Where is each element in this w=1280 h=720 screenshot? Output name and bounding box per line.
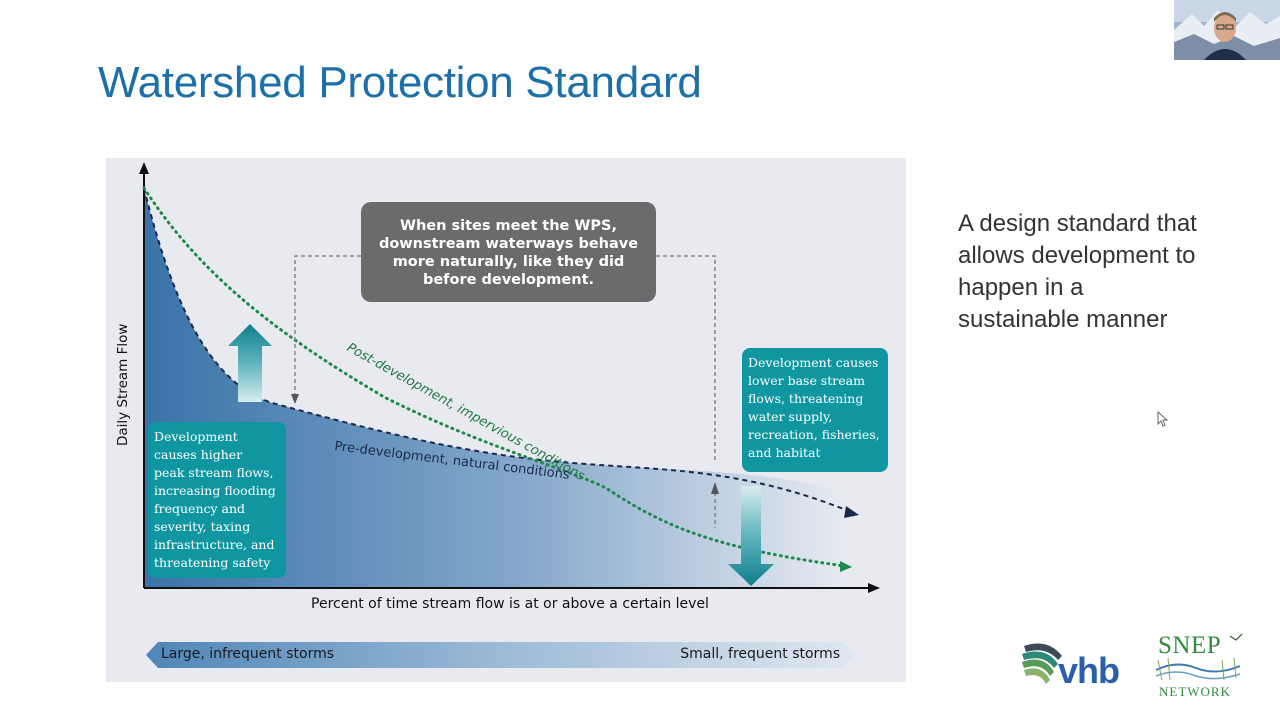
side-text-line: happen in a: [958, 274, 1084, 301]
wps-callout: When sites meet the WPS, downstream wate…: [361, 202, 656, 302]
wps-line-3: more naturally, like they did: [392, 254, 625, 270]
snep-logo-mark: [1155, 633, 1243, 681]
left-box-line: frequency and: [154, 501, 246, 516]
post-development-arrowhead: [840, 561, 852, 572]
vhb-logo-text: vhb: [1058, 650, 1120, 691]
side-text-line: A design standard that: [958, 210, 1197, 237]
webcam-thumbnail[interactable]: [1174, 0, 1280, 60]
bracket-right-arrowhead: [711, 482, 719, 494]
wps-line-4: before development.: [422, 272, 595, 288]
right-box-line: flows, threatening: [748, 391, 864, 406]
right-box-line: Development causes: [748, 355, 879, 370]
slide-title: Watershed Protection Standard: [98, 58, 702, 107]
peak-flow-callout: Development causes higher peak stream fl…: [148, 422, 286, 578]
wps-bracket-right: [656, 255, 716, 460]
flow-duration-figure: Post-development, impervious conditions …: [106, 158, 906, 682]
vhb-logo-mark: [1022, 643, 1062, 684]
side-description: A design standard that allows developmen…: [958, 208, 1258, 336]
side-text-line: sustainable manner: [958, 306, 1168, 333]
y-axis-arrowhead: [139, 162, 149, 174]
left-box-line: causes higher: [154, 447, 243, 462]
right-box-line: water supply,: [748, 409, 833, 424]
y-axis-label: Daily Stream Flow: [115, 323, 131, 446]
peak-flow-up-arrow: [228, 324, 272, 402]
storm-right-label: Small, frequent storms: [680, 646, 840, 662]
bracket-left-arrowhead: [291, 394, 299, 404]
x-axis-label: Percent of time stream flow is at or abo…: [311, 596, 709, 612]
snep-logo-subtext: NETWORK: [1159, 684, 1231, 699]
storm-scale-band: [146, 642, 854, 668]
webcam-image: [1174, 0, 1280, 60]
left-box-line: severity, taxing: [154, 519, 251, 534]
left-box-line: infrastructure, and: [154, 537, 275, 552]
side-text-line: allows development to: [958, 242, 1196, 269]
left-box-line: threatening safety: [154, 555, 271, 570]
pre-development-area: [144, 188, 842, 588]
left-box-line: Development: [154, 429, 238, 444]
storm-left-label: Large, infrequent storms: [161, 646, 335, 662]
post-development-curve: [142, 186, 846, 568]
right-box-line: and habitat: [748, 445, 821, 460]
base-flow-down-arrow: [728, 486, 774, 586]
wps-line-2: downstream waterways behave: [378, 236, 639, 252]
wps-bracket-left: [294, 255, 361, 394]
right-box-line: lower base stream: [748, 373, 865, 388]
right-box-line: recreation, fisheries,: [748, 427, 880, 442]
x-axis-arrowhead: [868, 583, 880, 593]
pre-development-arrowhead: [844, 506, 859, 518]
flow-duration-graphic: Post-development, impervious conditions …: [139, 162, 880, 668]
left-box-line: increasing flooding: [154, 483, 276, 498]
wps-line-1: When sites meet the WPS,: [399, 218, 618, 234]
mouse-pointer-icon: [1157, 411, 1169, 427]
left-box-line: peak stream flows,: [154, 465, 274, 480]
base-flow-callout: Development causes lower base stream flo…: [742, 348, 888, 472]
pre-development-curve: [143, 187, 847, 511]
snep-logo-text: SNEP: [1158, 632, 1222, 659]
